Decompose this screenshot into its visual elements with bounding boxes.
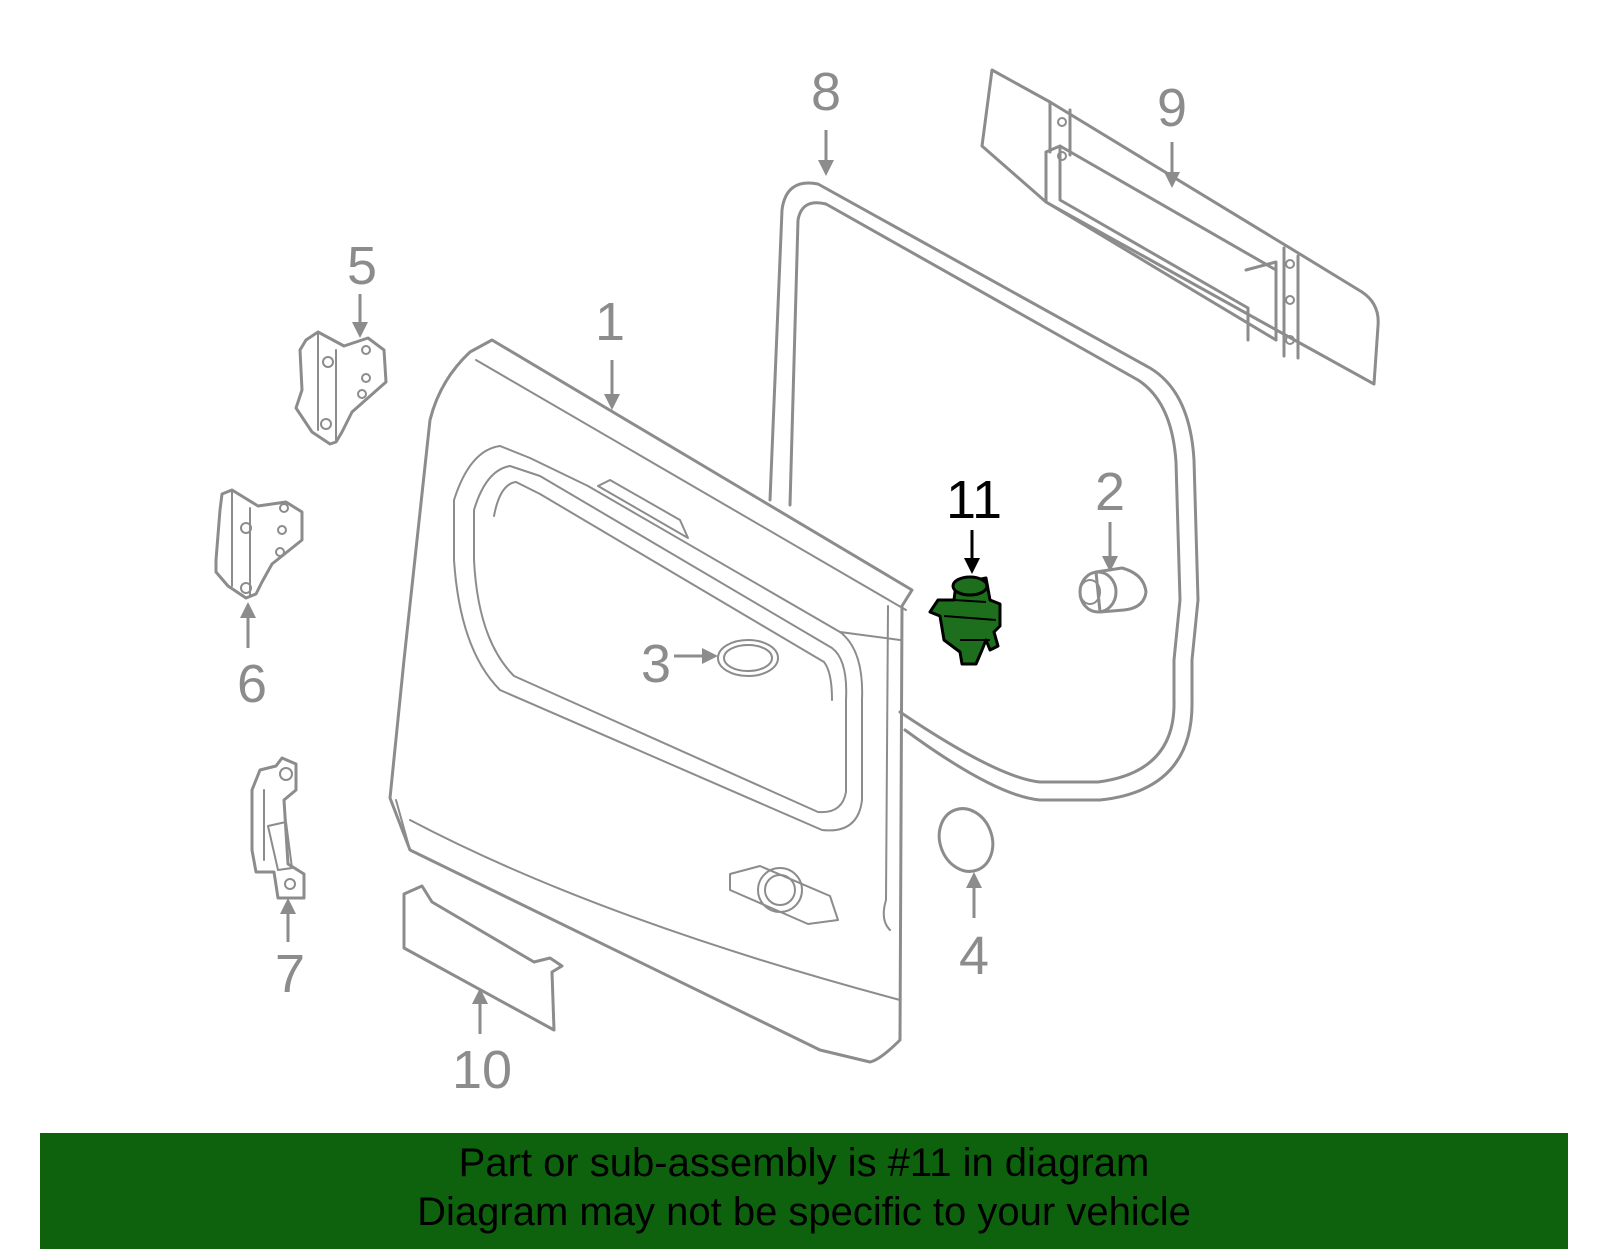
banner-line-2: Diagram may not be specific to your vehi… [417, 1190, 1191, 1234]
callout-6-label: 6 [237, 654, 267, 714]
part-1-liftgate [388, 338, 914, 1064]
part-5-upper-hinge [294, 330, 388, 446]
part-8-weatherstrip [768, 181, 1200, 802]
banner-line-1: Part or sub-assembly is #11 in diagram [458, 1141, 1150, 1185]
callout-3: 3 [641, 634, 718, 694]
callout-4: 4 [959, 872, 989, 986]
callout-5: 5 [347, 236, 377, 338]
callout-10-label: 10 [452, 1040, 512, 1100]
callout-8: 8 [811, 62, 841, 176]
callout-3-label: 3 [641, 634, 671, 694]
part-6-lower-hinge [214, 488, 304, 600]
part-11-latch-highlighted [928, 575, 1002, 666]
callout-7-label: 7 [275, 944, 305, 1004]
part-9-spoiler [980, 68, 1380, 386]
callout-2-label: 2 [1095, 462, 1125, 522]
callout-8-label: 8 [811, 62, 841, 122]
callout-2: 2 [1095, 462, 1125, 572]
part-4-grommet [937, 807, 995, 873]
callout-1: 1 [595, 292, 625, 410]
callout-7: 7 [275, 898, 305, 1004]
callout-11: 11 [946, 470, 1002, 574]
part-2-bumper [1078, 566, 1148, 614]
part-7-bracket [250, 756, 306, 900]
callout-6: 6 [237, 602, 267, 714]
part-10-trim [402, 884, 564, 1032]
callout-9-label: 9 [1157, 78, 1187, 138]
info-banner: Part or sub-assembly is #11 in diagram D… [40, 1133, 1568, 1249]
callout-4-label: 4 [959, 926, 989, 986]
callout-11-label: 11 [946, 470, 1002, 530]
callout-9: 9 [1157, 78, 1187, 188]
callout-1-label: 1 [595, 292, 625, 352]
callout-5-label: 5 [347, 236, 377, 296]
callout-10: 10 [452, 988, 512, 1100]
